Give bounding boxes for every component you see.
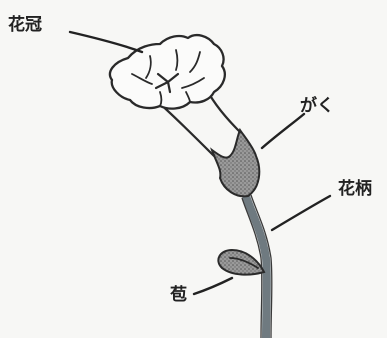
pedicel-leader-line [272, 196, 330, 230]
corolla-leader-line [70, 32, 142, 52]
corolla-tube [158, 102, 214, 156]
corolla-label: 花冠 [8, 14, 42, 35]
calyx-shape [212, 130, 259, 196]
bract-label: 苞 [170, 284, 187, 305]
calyx-leader-line [262, 114, 304, 148]
calyx-label: がく [300, 95, 334, 116]
pedicel-label: 花柄 [338, 178, 372, 199]
bract-shape [218, 250, 264, 275]
bract-leader-line [194, 278, 232, 294]
